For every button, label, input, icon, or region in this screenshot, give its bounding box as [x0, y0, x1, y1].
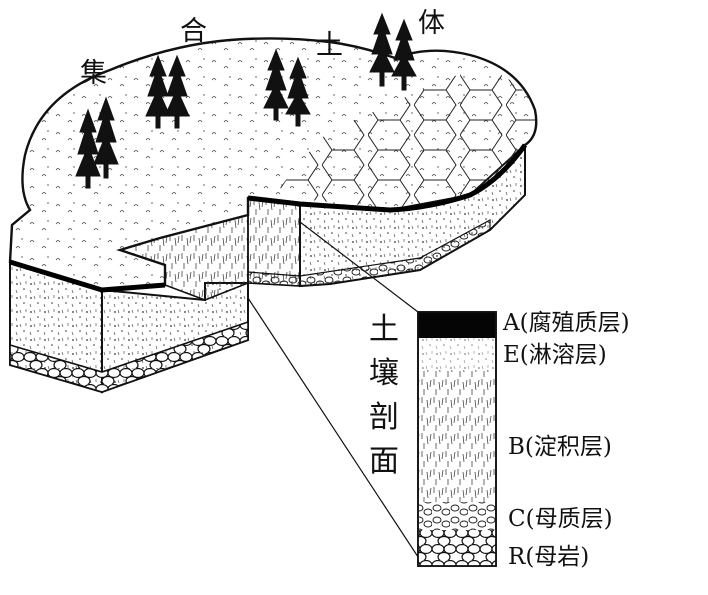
layer-name: (淀积层): [524, 434, 612, 460]
layer-code: A: [503, 310, 520, 336]
layer-b-band: [418, 370, 496, 502]
layer-label-e: E(淋溶层): [503, 344, 607, 367]
layer-code: E: [503, 342, 520, 368]
tree-icon: [285, 56, 311, 127]
layer-name: (腐殖质层): [519, 310, 630, 336]
title-char: 土: [316, 30, 343, 61]
layer-code: B: [508, 434, 525, 460]
layer-a-band: [418, 312, 496, 338]
profile-title-char: 壤: [369, 356, 399, 391]
tree-icon: [93, 96, 119, 179]
tree-icon: [263, 48, 289, 121]
profile-title-char: 剖: [369, 400, 399, 435]
layer-c-band: [418, 502, 496, 530]
layer-label-c: C(母质层): [508, 508, 613, 531]
layer-code: R: [508, 544, 526, 570]
layer-name: (母质层): [525, 506, 613, 532]
block-top-surface: [8, 37, 538, 293]
trees: [75, 12, 417, 189]
tree-icon: [75, 108, 101, 189]
layer-label-b: B(淀积层): [508, 436, 612, 459]
tree-icon: [164, 54, 190, 129]
layer-label-a: A(腐殖质层): [503, 312, 630, 335]
title-char: 集: [80, 58, 107, 89]
title-char: 合: [180, 16, 207, 47]
profile-title: 土 壤 剖 面: [364, 308, 404, 484]
layer-r-band: [418, 530, 496, 566]
layer-label-r: R(母岩): [508, 546, 589, 569]
layer-code: C: [508, 506, 526, 532]
tree-icon: [391, 18, 417, 91]
soil-profile-column: [417, 311, 497, 567]
layer-e-band: [418, 338, 496, 370]
profile-title-char: 面: [369, 444, 399, 479]
layer-name: (母岩): [525, 544, 590, 570]
tree-icon: [369, 12, 395, 87]
layer-name: (淋溶层): [519, 342, 607, 368]
tree-icon: [145, 54, 171, 129]
title-char: 体: [418, 8, 445, 39]
profile-title-char: 土: [369, 312, 399, 347]
zoom-lines: [247, 221, 425, 567]
